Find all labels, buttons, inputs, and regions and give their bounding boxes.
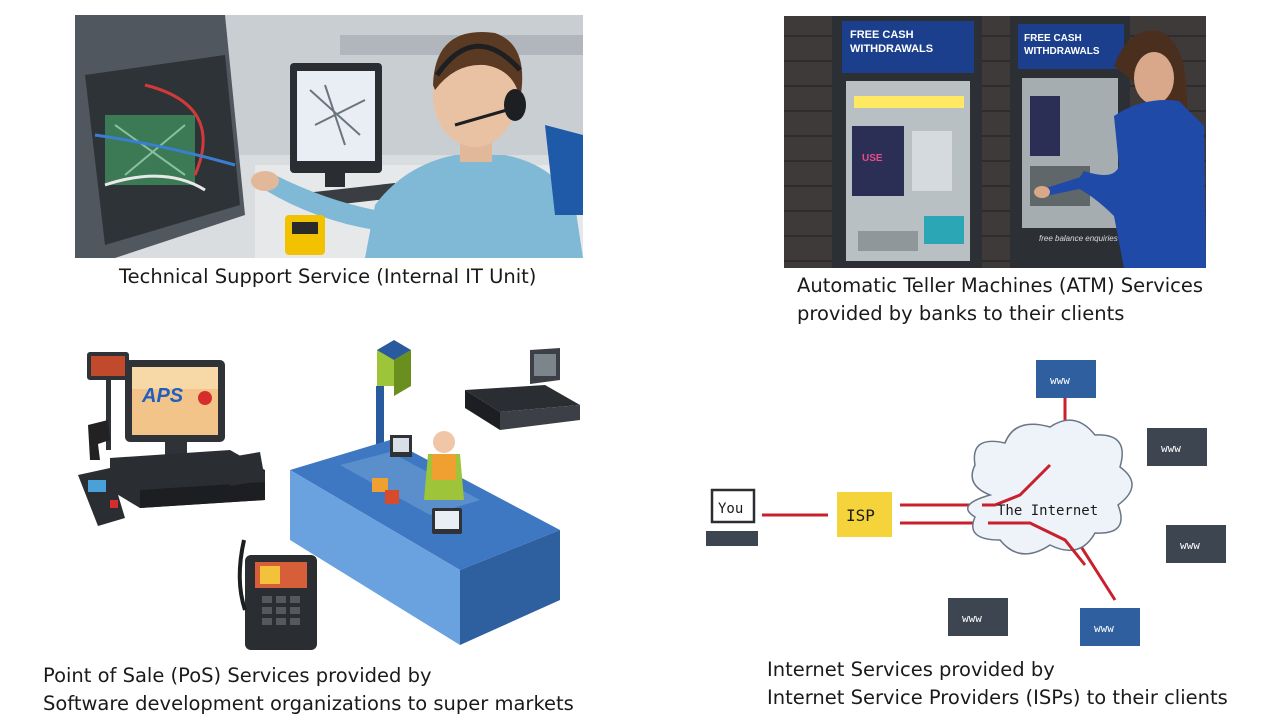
isp-box: ISP (837, 492, 892, 537)
svg-text:www: www (1050, 374, 1070, 387)
svg-text:FREE CASH: FREE CASH (1024, 33, 1082, 44)
internet-panel: The Internet You ISP www www www www (700, 355, 1240, 720)
internet-diagram: The Internet You ISP www www www www (706, 360, 1226, 646)
www-box-right-lower: www (1166, 525, 1226, 563)
www-box-top: www (1036, 360, 1096, 398)
svg-text:FREE CASH: FREE CASH (850, 29, 914, 41)
svg-text:www: www (962, 612, 982, 625)
atm-panel: FREE CASH WITHDRAWALS USE FREE CASH WITH… (784, 16, 1206, 325)
www-box-right-upper: www (1147, 428, 1207, 466)
tech-support-panel: Technical Support Service (Internal IT U… (75, 15, 583, 288)
cloud-label: The Internet (997, 503, 1098, 519)
pos-panel: APS (40, 340, 600, 720)
svg-text:www: www (1161, 442, 1181, 455)
internet-caption: Internet Services provided by Internet S… (767, 658, 1228, 709)
svg-text:www: www (1180, 539, 1200, 552)
svg-text:www: www (1094, 622, 1114, 635)
atm-panel-text: free balance enquiries (1039, 234, 1118, 243)
atm-photo: FREE CASH WITHDRAWALS USE FREE CASH WITH… (784, 16, 1206, 268)
svg-text:WITHDRAWALS: WITHDRAWALS (850, 43, 933, 55)
pos-caption: Point of Sale (PoS) Services provided by… (43, 664, 574, 715)
tech-support-photo (75, 15, 583, 258)
atm-screen-text: USE (862, 153, 883, 164)
tech-support-caption: Technical Support Service (Internal IT U… (119, 265, 537, 288)
internet-cloud (967, 419, 1133, 555)
you-computer-icon: You (706, 488, 758, 546)
pos-illustration: APS (78, 340, 580, 650)
isp-label: ISP (846, 506, 875, 525)
www-box-bottom: www (1080, 608, 1140, 646)
pos-logo-text: APS (141, 385, 184, 407)
you-label: You (718, 501, 743, 517)
atm-caption: Automatic Teller Machines (ATM) Services… (797, 274, 1204, 325)
svg-text:WITHDRAWALS: WITHDRAWALS (1024, 46, 1100, 57)
www-box-bottom-left: www (948, 598, 1008, 636)
